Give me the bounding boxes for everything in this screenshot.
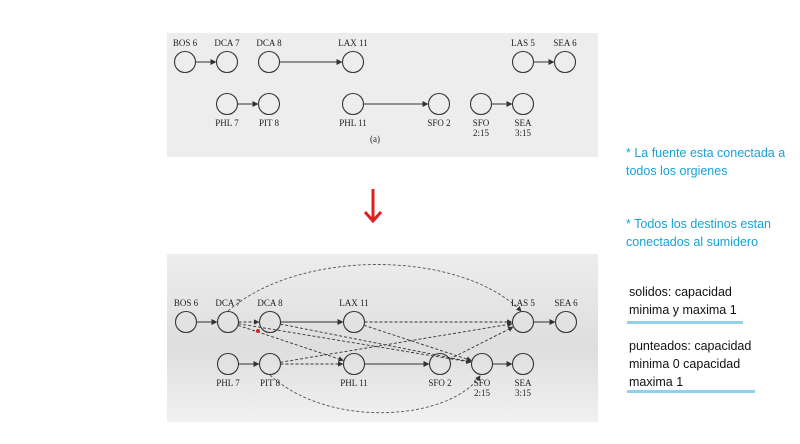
bot-label-las5: LAS 5: [511, 298, 535, 308]
figure-caption: (a): [370, 134, 380, 144]
top-label-sfo2: SFO 2: [427, 118, 450, 128]
bot-label-sea315: 3:15: [515, 388, 532, 398]
flow-network-panel: [167, 254, 598, 422]
top-node-lax11: [341, 50, 365, 74]
top-label-dca8: DCA 8: [256, 38, 282, 48]
bot-label-dca8: DCA 8: [257, 298, 283, 308]
top-node-dca7: [215, 50, 239, 74]
top-label-pit8: PIT 8: [259, 118, 280, 128]
bot-node-sea315: [511, 352, 535, 376]
dashed-arc-1: [269, 374, 481, 414]
top-label-bos6: BOS 6: [173, 38, 198, 48]
top-label-sea315: SEA: [514, 118, 532, 128]
bot-label-pit8: PIT 8: [260, 378, 281, 388]
bot-node-dca8: [258, 310, 282, 334]
dashed-arc-0: [227, 264, 522, 312]
top-label-phl7: PHL 7: [215, 118, 239, 128]
bot-label-dca7: DCA 7: [215, 298, 241, 308]
bot-label-sfo2: SFO 2: [428, 378, 451, 388]
top-label-sfo215: SFO: [473, 118, 490, 128]
bot-node-phl7: [216, 352, 240, 376]
top-node-sea6: [553, 50, 577, 74]
bot-node-bos6: [174, 310, 198, 334]
source-note: * La fuente esta conectada a todos los o…: [626, 146, 786, 178]
top-label-lax11: LAX 11: [338, 38, 367, 48]
down-arrow-icon: [363, 189, 383, 224]
dashed-edge-dca8-sfo215: [280, 323, 472, 364]
top-label-phl11: PHL 11: [339, 118, 367, 128]
bot-node-sfo2: [428, 352, 452, 376]
highlight-dot: [256, 329, 260, 333]
top-label-las5: LAS 5: [511, 38, 535, 48]
bot-label-sfo215: 2:15: [474, 388, 491, 398]
bot-label-sea6: SEA 6: [554, 298, 578, 308]
bot-label-phl7: PHL 7: [216, 378, 240, 388]
bot-label-lax11: LAX 11: [339, 298, 368, 308]
dashed-edge-note: punteados: capacidad minima 0 capacidad …: [629, 339, 752, 389]
top-label-sfo215: 2:15: [473, 128, 490, 138]
bot-node-las5: [511, 310, 535, 334]
bot-label-phl11: PHL 11: [340, 378, 368, 388]
bot-node-phl11: [342, 352, 366, 376]
top-label-dca7: DCA 7: [214, 38, 240, 48]
top-label-sea6: SEA 6: [553, 38, 577, 48]
top-node-pit8: [257, 92, 281, 116]
sink-note: * Todos los destinos estan conectados al…: [626, 217, 772, 249]
bot-label-sea315: SEA: [514, 378, 532, 388]
bot-label-sfo215: SFO: [474, 378, 491, 388]
top-node-sea315: [511, 92, 535, 116]
dashed-edge-dca7-sfo215: [238, 323, 472, 365]
top-node-sfo2: [427, 92, 451, 116]
top-label-sea315: 3:15: [515, 128, 532, 138]
dashed-edge-sfo2-las5: [449, 326, 514, 360]
bot-node-lax11: [342, 310, 366, 334]
bot-label-bos6: BOS 6: [174, 298, 199, 308]
bot-node-sea6: [554, 310, 578, 334]
solid-edge-note: solidos: capacidad minima y maxima 1: [629, 285, 737, 317]
dashed-edge-dca7-phl11: [237, 324, 344, 362]
bot-node-dca7: [216, 310, 240, 334]
original-graph-panel: [167, 33, 598, 157]
dashed-edge-pit8-las5: [280, 321, 513, 363]
bot-node-sfo215: [470, 352, 494, 376]
dashed-edge-lax11-sfo215: [363, 324, 472, 362]
solid-note-underline: [627, 321, 743, 324]
bot-node-pit8: [258, 352, 282, 376]
dashed-note-underline: [627, 390, 755, 393]
